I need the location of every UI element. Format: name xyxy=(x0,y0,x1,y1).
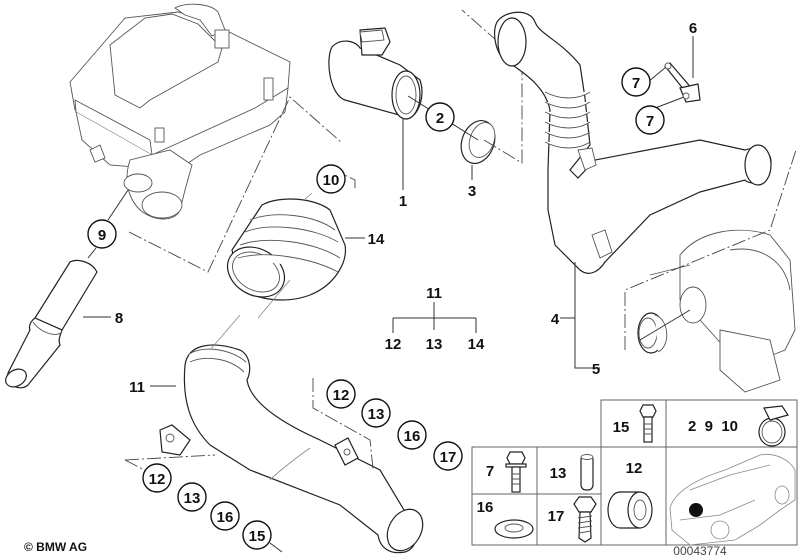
callout-7b: 7 xyxy=(646,113,654,130)
callout-set-left-12: 12 xyxy=(149,471,166,488)
label-4: 4 xyxy=(551,311,560,328)
legend-label-12: 12 xyxy=(626,460,643,477)
turbocharger xyxy=(649,229,796,393)
callout-set-left-15: 15 xyxy=(249,528,266,545)
legend-grid xyxy=(471,399,798,546)
hose-clamp-icon xyxy=(758,405,789,447)
hose-part-8 xyxy=(5,259,98,389)
callout-bubble-set-left-16: 16 xyxy=(210,501,240,531)
bolt-15-icon xyxy=(639,404,657,443)
legend-label-16: 16 xyxy=(477,499,494,516)
label-11: 11 xyxy=(129,379,145,396)
callout-set-right-16: 16 xyxy=(404,428,421,445)
screw-17-icon xyxy=(573,496,597,543)
callout-set-right-17: 17 xyxy=(440,449,457,466)
callout-bubble-9: 9 xyxy=(87,189,129,259)
mass-air-flow-sensor xyxy=(328,27,423,190)
tree-label-12: 12 xyxy=(385,336,402,353)
callout-2: 2 xyxy=(436,110,444,127)
callout-bubble-7b: 7 xyxy=(635,105,665,135)
bracket-part-6 xyxy=(647,36,701,111)
callout-bubble-set-left-15: 15 xyxy=(242,520,283,553)
copyright-text: © BMW AG xyxy=(24,540,87,554)
callout-bubble-7a: 7 xyxy=(621,67,651,97)
callout-bubble-set-left-13: 13 xyxy=(177,482,207,512)
label-6: 6 xyxy=(689,20,697,37)
document-number: 00043774 xyxy=(673,544,727,558)
legend-label-7: 7 xyxy=(486,463,494,480)
air-filter-housing xyxy=(69,3,291,220)
callout-bubble-set-right-16: 16 xyxy=(397,420,427,450)
pipe-part-11 xyxy=(150,344,424,554)
tree-label-14: 14 xyxy=(468,336,485,353)
callout-set-left-13: 13 xyxy=(184,490,201,507)
callout-bubble-set-left-12: 12 xyxy=(142,463,172,493)
callout-bubble-set-right-17: 17 xyxy=(433,441,463,471)
callout-bubble-2: 2 xyxy=(425,102,455,132)
label-5: 5 xyxy=(592,361,600,378)
washer-16-icon xyxy=(494,519,534,539)
callout-9: 9 xyxy=(98,227,106,244)
car-location-icon xyxy=(669,453,796,546)
grommet-12-icon xyxy=(607,491,653,529)
callout-7a: 7 xyxy=(632,75,640,92)
ring-part-3 xyxy=(460,120,496,180)
callout-10: 10 xyxy=(323,172,340,189)
callout-set-right-13: 13 xyxy=(368,406,385,423)
location-marker-dot xyxy=(689,503,703,517)
tree-label-13: 13 xyxy=(426,336,443,353)
legend-label-17: 17 xyxy=(548,508,565,525)
legend-label-13: 13 xyxy=(550,465,567,482)
seal-part-5 xyxy=(637,312,668,354)
legend-label-clamps: 2 9 10 xyxy=(688,418,738,435)
callout-set-left-16: 16 xyxy=(217,509,234,526)
intake-pipe-part-4 xyxy=(494,11,772,274)
callout-set-right-12: 12 xyxy=(333,387,350,404)
label-14: 14 xyxy=(368,231,385,248)
bolt-7-icon xyxy=(505,451,527,493)
callout-bubble-10: 10 xyxy=(316,164,346,194)
label-8: 8 xyxy=(115,310,123,327)
callout-bubble-set-right-13: 13 xyxy=(361,398,391,428)
legend-label-15: 15 xyxy=(613,419,630,436)
tree-label-11: 11 xyxy=(426,285,442,302)
callout-bubble-set-right-12: 12 xyxy=(326,379,356,409)
label-1: 1 xyxy=(399,193,407,210)
sleeve-13-icon xyxy=(580,454,594,491)
label-3: 3 xyxy=(468,183,476,200)
bellows-part-14 xyxy=(226,198,365,301)
assembly-tree-11 xyxy=(392,302,477,333)
